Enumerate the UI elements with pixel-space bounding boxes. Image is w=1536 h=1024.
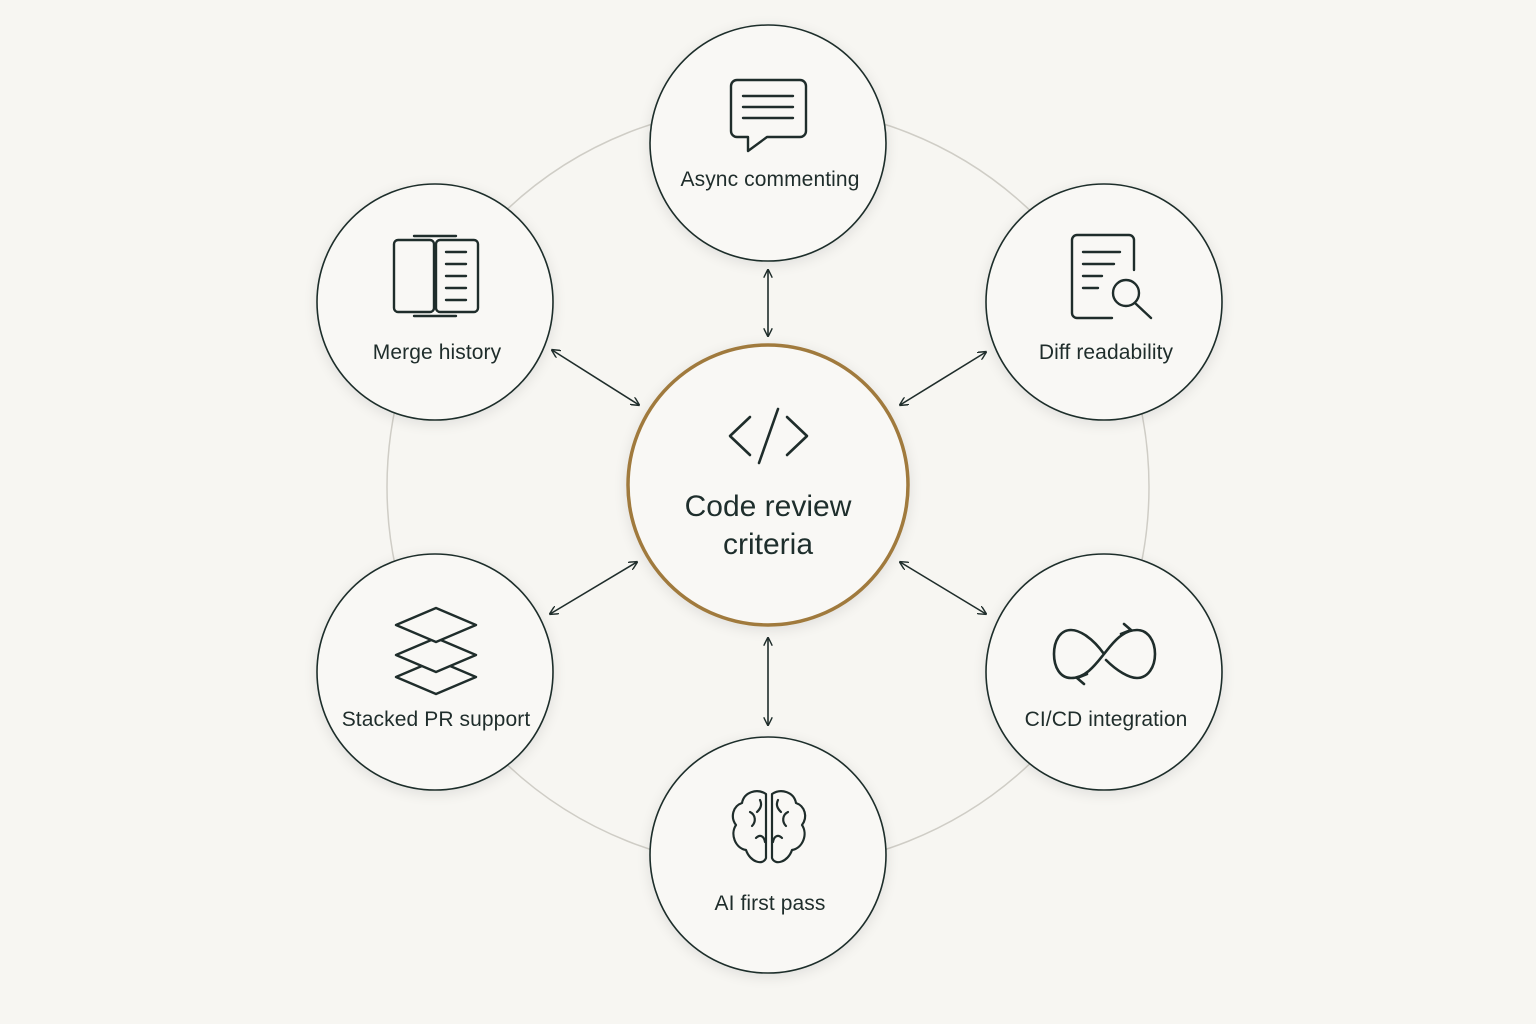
code-brackets-icon (728, 407, 809, 465)
label-async-commenting: Async commenting (680, 168, 860, 191)
node-async-commenting (649, 24, 887, 262)
node-diff-readability (985, 183, 1223, 421)
label-merge-history: Merge history (372, 341, 502, 364)
brain-icon (731, 790, 807, 864)
chat-bubble-icon (729, 78, 808, 153)
hub-label-line-1: Code review (684, 490, 852, 523)
split-document-icon (392, 234, 480, 318)
arrow-stacked-pr-support (550, 562, 637, 614)
node-ci-cd-integration (985, 553, 1223, 791)
node-ai-first-pass (649, 736, 887, 974)
infinity-loop-icon (1052, 622, 1157, 686)
arrow-merge-history (552, 350, 639, 405)
label-ai-first-pass: AI first pass (714, 892, 826, 915)
label-ci-cd-integration: CI/CD integration (1024, 708, 1188, 731)
label-stacked-pr-support: Stacked PR support (341, 708, 531, 731)
layers-icon (394, 606, 478, 696)
hub-label-line-2: criteria (722, 528, 813, 561)
hub-circle (626, 343, 910, 627)
arrow-ci-cd-integration (900, 562, 986, 614)
arrow-diff-readability (900, 352, 986, 405)
connector-arrows (550, 270, 986, 725)
node-circles (316, 24, 1223, 974)
label-diff-readability: Diff readability (1038, 341, 1174, 364)
hub-label: Code review criteria (648, 488, 888, 564)
document-search-icon (1070, 233, 1153, 320)
